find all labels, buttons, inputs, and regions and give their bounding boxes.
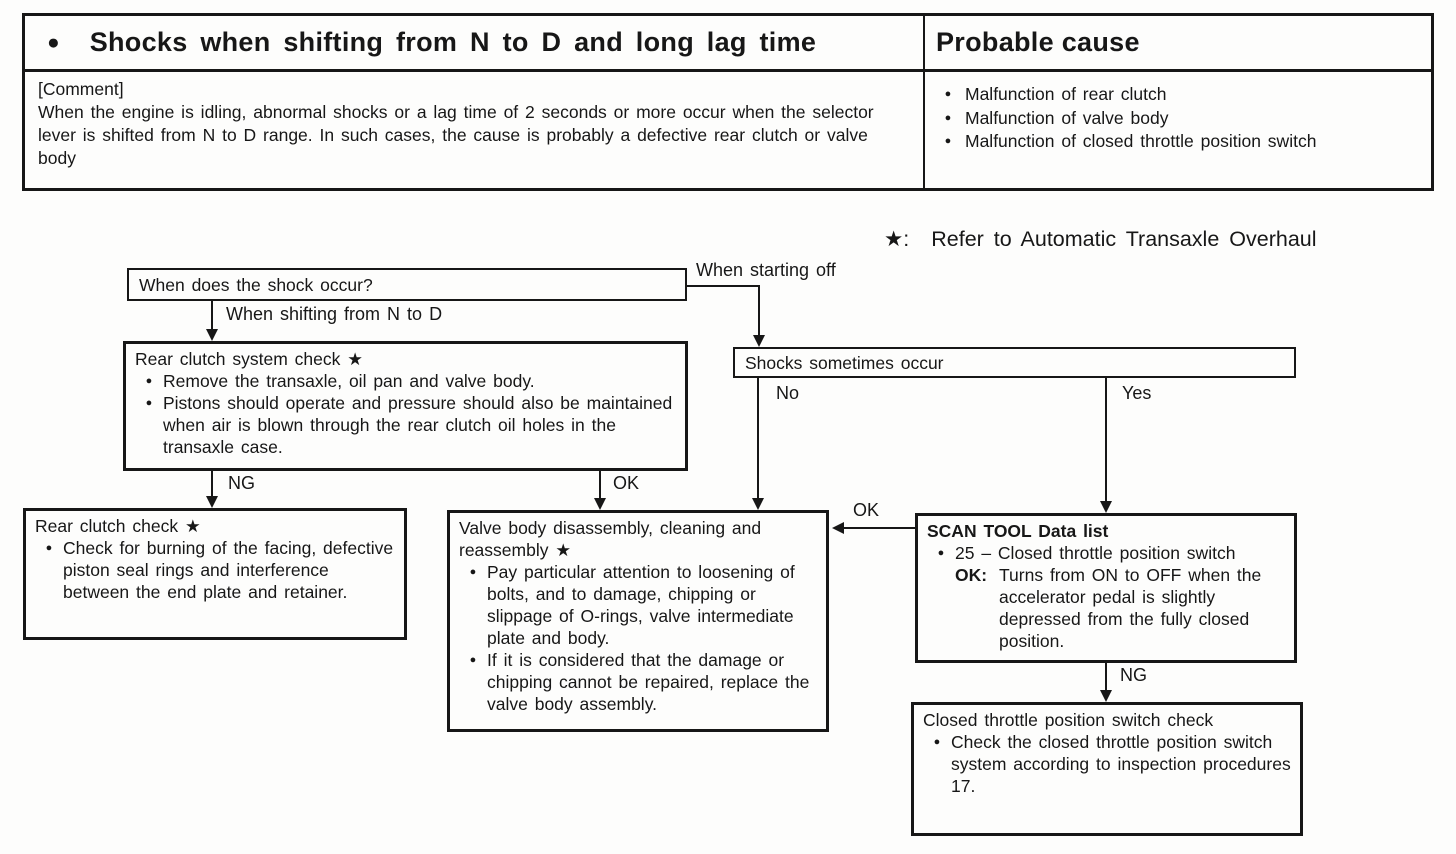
box-rear-clutch-check: Rear clutch check ★ ● Check for burning …: [23, 508, 407, 640]
label-ok-scan-tool: OK: [853, 500, 880, 520]
arrowhead-down-icon: [1100, 690, 1112, 702]
label-ng-scan-tool: NG: [1120, 665, 1147, 685]
box-bullet-text: If it is considered that the damage or c…: [487, 650, 810, 714]
box-when-shock-occur-text: When does the shock occur?: [139, 274, 373, 295]
edge-ok-rear-clutch: [599, 471, 601, 499]
box-bullet-text: Remove the transaxle, oil pan and valve …: [163, 371, 535, 391]
ok-label: OK:: [955, 565, 988, 585]
label-ng-rear-clutch: NG: [228, 473, 255, 493]
box-shocks-sometimes-occur: Shocks sometimes occur: [733, 347, 1296, 378]
comment-label: [Comment]: [38, 79, 124, 99]
box-title: Rear clutch check ★: [35, 516, 201, 536]
box-bullet-item: ● Pay particular attention to loosening …: [459, 561, 818, 649]
box-title: Rear clutch system check ★: [135, 349, 363, 369]
box-closed-throttle-check: Closed throttle position switch check ● …: [911, 702, 1303, 836]
bullet-icon: ●: [469, 654, 477, 666]
box-bullet-item: ● 25 – Closed throttle position switch: [927, 542, 1286, 564]
probable-cause-header: Probable cause: [925, 16, 1431, 72]
box-bullet-text: Check the closed throttle position switc…: [951, 732, 1291, 796]
edge-ng-scan-tool: [1105, 663, 1107, 690]
box-bullet-item: ● Check for burning of the facing, defec…: [35, 537, 396, 603]
bullet-icon: ●: [145, 397, 153, 409]
edge-ng-rear-clutch: [211, 471, 213, 497]
box-bullet-text: Check for burning of the facing, defecti…: [63, 538, 394, 602]
box-title: SCAN TOOL Data list: [927, 521, 1109, 541]
box-when-shock-occur: When does the shock occur?: [127, 268, 687, 301]
probable-cause-column: Probable cause ● Malfunction of rear clu…: [925, 16, 1431, 188]
bullet-icon: ●: [944, 88, 952, 100]
cause-item: ● Malfunction of closed throttle positio…: [931, 130, 1425, 154]
bullet-icon: ●: [145, 375, 153, 387]
box-scan-tool: SCAN TOOL Data list ● 25 – Closed thrott…: [915, 513, 1297, 663]
edge-yes: [1105, 378, 1107, 501]
edge-when-starting-off-v: [758, 285, 760, 335]
symptom-column: ● Shocks when shifting from N to D and l…: [25, 16, 925, 188]
symptom-header: ● Shocks when shifting from N to D and l…: [25, 16, 923, 72]
arrowhead-down-icon: [753, 335, 765, 347]
label-when-starting-off: When starting off: [696, 260, 836, 280]
box-rear-clutch-system-check: Rear clutch system check ★ ● Remove the …: [123, 341, 688, 471]
box-bullet-item: ● Remove the transaxle, oil pan and valv…: [135, 370, 677, 392]
label-no: No: [776, 383, 800, 403]
probable-cause-list: ● Malfunction of rear clutch ● Malfuncti…: [925, 72, 1431, 188]
bullet-icon: ●: [47, 30, 60, 54]
scan-tool-ok-row: OK: Turns from ON to OFF when the accele…: [955, 564, 1286, 652]
cause-item-label: Malfunction of rear clutch: [965, 84, 1167, 104]
box-bullet-text: 25 – Closed throttle position switch: [955, 543, 1236, 563]
arrowhead-down-icon: [752, 498, 764, 510]
edge-when-shifting: [211, 300, 213, 330]
label-ok-rear-clutch: OK: [613, 473, 640, 493]
cause-item-label: Malfunction of valve body: [965, 107, 1169, 128]
arrowhead-down-icon: [1100, 501, 1112, 513]
symptom-table: ● Shocks when shifting from N to D and l…: [22, 13, 1434, 191]
comment-text: When the engine is idling, abnormal shoc…: [38, 102, 874, 168]
box-bullet-text: Pistons should operate and pressure shou…: [163, 393, 673, 457]
edge-no: [757, 378, 759, 498]
box-bullet-item: ● Check the closed throttle position swi…: [923, 731, 1292, 797]
arrowhead-down-icon: [594, 498, 606, 510]
label-when-shifting: When shifting from N to D: [226, 304, 443, 324]
box-valve-body: Valve body disassembly, cleaning and rea…: [447, 510, 829, 732]
cause-item: ● Malfunction of rear clutch: [931, 83, 1425, 107]
footnote: ★: Refer to Automatic Transaxle Overhaul: [884, 227, 1317, 252]
label-yes: Yes: [1122, 383, 1152, 403]
bullet-icon: ●: [944, 135, 952, 147]
arrowhead-left-icon: [832, 522, 844, 534]
arrowhead-down-icon: [206, 329, 218, 341]
box-title: Valve body disassembly, cleaning and rea…: [459, 518, 762, 560]
symptom-title: Shocks when shifting from N to D and lon…: [89, 27, 817, 57]
symptom-comment: [Comment] When the engine is idling, abn…: [25, 72, 923, 188]
probable-cause-title: Probable cause: [936, 27, 1140, 57]
box-bullet-item: ● Pistons should operate and pressure sh…: [135, 392, 677, 458]
edge-when-starting-off-h: [687, 285, 760, 287]
bullet-icon: ●: [469, 566, 477, 578]
box-title: Closed throttle position switch check: [923, 710, 1214, 730]
cause-item-label: Malfunction of closed throttle position …: [965, 131, 1317, 151]
edge-ok-scan-tool: [843, 527, 915, 529]
footnote-text: Refer to Automatic Transaxle Overhaul: [931, 227, 1317, 251]
ok-text: Turns from ON to OFF when the accelerato…: [999, 565, 1262, 651]
cause-item: ● Malfunction of valve body: [931, 107, 1425, 131]
bullet-icon: ●: [45, 542, 53, 554]
arrowhead-down-icon: [206, 496, 218, 508]
box-bullet-item: ● If it is considered that the damage or…: [459, 649, 818, 715]
star-icon: ★:: [884, 227, 910, 251]
box-bullet-text: Pay particular attention to loosening of…: [487, 562, 795, 648]
bullet-icon: ●: [933, 736, 941, 748]
box-shocks-sometimes-occur-text: Shocks sometimes occur: [745, 352, 944, 373]
bullet-icon: ●: [944, 111, 952, 124]
bullet-icon: ●: [937, 547, 945, 559]
